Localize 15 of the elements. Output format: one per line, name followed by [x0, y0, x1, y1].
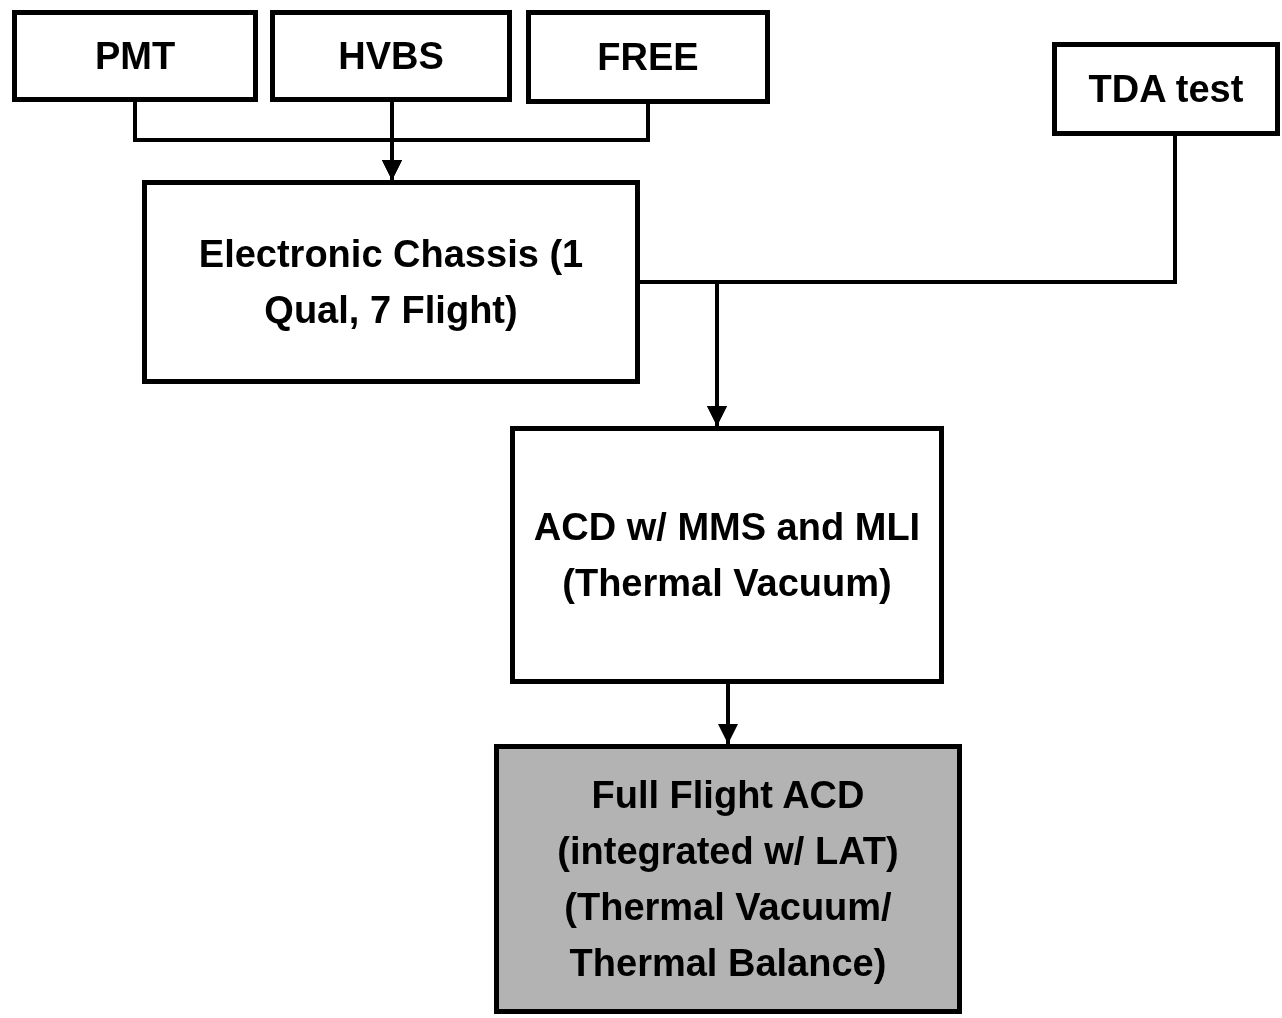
process-box — [12, 10, 258, 102]
arrow — [718, 684, 738, 744]
box-label: Electronic Chassis (1 Qual, 7 Flight) — [197, 232, 585, 333]
process-box — [510, 426, 944, 684]
process-box — [142, 180, 640, 384]
box-label: ACD w/ MMS and MLI (Thermal Vacuum) — [532, 505, 922, 606]
process-box — [526, 10, 770, 104]
process-box — [270, 10, 512, 102]
box-label: TDA test — [1088, 67, 1244, 112]
process-box — [494, 744, 962, 1014]
box-label: HVBS — [338, 34, 444, 79]
box-label: FREE — [597, 35, 699, 80]
process-box — [1052, 42, 1280, 136]
box-label: Full Flight ACD (integrated w/ LAT) (Thermal Vacuum/ Thermal Balance) — [556, 773, 900, 986]
box-label: PMT — [94, 34, 176, 79]
